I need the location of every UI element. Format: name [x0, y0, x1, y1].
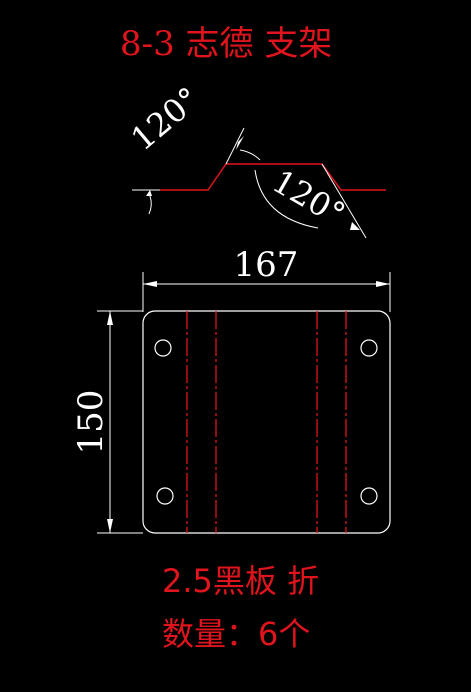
height-dimension-label: 150: [71, 390, 111, 455]
bend-profile: 120° 120°: [124, 79, 386, 239]
angle-arrow-left: [146, 190, 152, 196]
width-dimension-label: 167: [234, 245, 299, 285]
mounting-hole-top-left: [154, 339, 172, 357]
height-arrow-bottom: [107, 519, 113, 533]
angle-extension-line: [225, 127, 245, 165]
material-note: 2.5黑板 折: [162, 562, 319, 600]
quantity-note: 数量：6个: [162, 615, 310, 653]
flat-pattern: [142, 310, 391, 534]
angle-arc-left: [148, 195, 152, 215]
height-arrow-top: [107, 311, 113, 325]
angle-arc-top: [239, 149, 261, 161]
angle-arc-right: [254, 169, 319, 229]
angle-arrow-right: [350, 222, 360, 230]
width-dimension: 167: [142, 245, 391, 312]
bend-angle-right-label: 120°: [266, 162, 352, 233]
width-arrow-left: [143, 281, 157, 287]
drawing-title: 8-3 志德 支架: [120, 24, 332, 64]
mounting-hole-bottom-left: [156, 487, 174, 505]
height-dimension: 150: [71, 310, 143, 534]
angle-extension-right: [321, 163, 367, 239]
bend-angle-left-label: 120°: [124, 79, 207, 158]
profile-line: [160, 163, 386, 191]
angle-arrow-top: [236, 136, 244, 150]
mounting-hole-bottom-right: [360, 487, 378, 505]
mounting-hole-top-right: [360, 339, 378, 357]
width-arrow-right: [376, 281, 390, 287]
plate-outline: [142, 310, 391, 534]
